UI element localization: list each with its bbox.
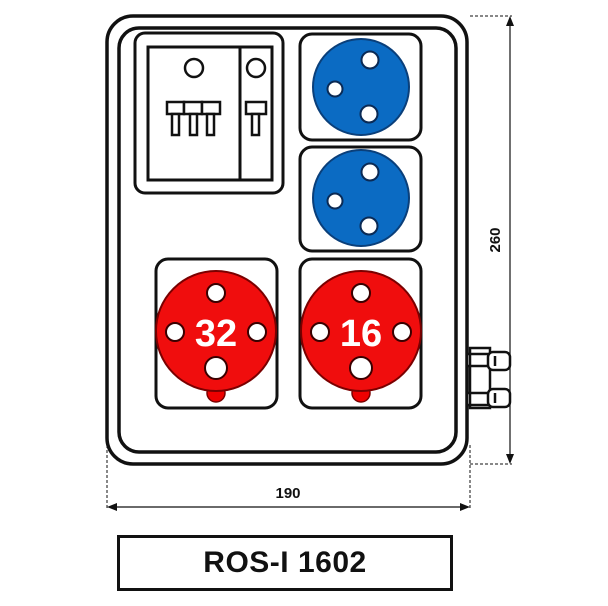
blue-socket-1 (298, 32, 423, 142)
cable-glands (465, 346, 512, 410)
width-dimension-label: 190 (275, 485, 300, 502)
model-name-box: ROS-I 1602 (117, 535, 453, 591)
indicator-lamp-icon (245, 57, 267, 79)
red-socket-16: 16 (298, 257, 423, 410)
dimension-lines (106, 15, 514, 511)
single-pole-breaker-icon (244, 100, 268, 137)
three-pole-breaker-icon (165, 100, 222, 137)
enclosure-inner (117, 26, 458, 454)
breaker-panel (133, 31, 285, 195)
blue-socket-2 (298, 145, 423, 253)
height-dimension-label: 260 (487, 227, 504, 252)
socket-rating-label: 32 (195, 313, 237, 355)
indicator-lamp-icon (183, 57, 205, 79)
red-socket-32: 32 (154, 257, 279, 410)
model-name: ROS-I 1602 (203, 546, 367, 579)
socket-rating-label: 16 (340, 313, 382, 355)
